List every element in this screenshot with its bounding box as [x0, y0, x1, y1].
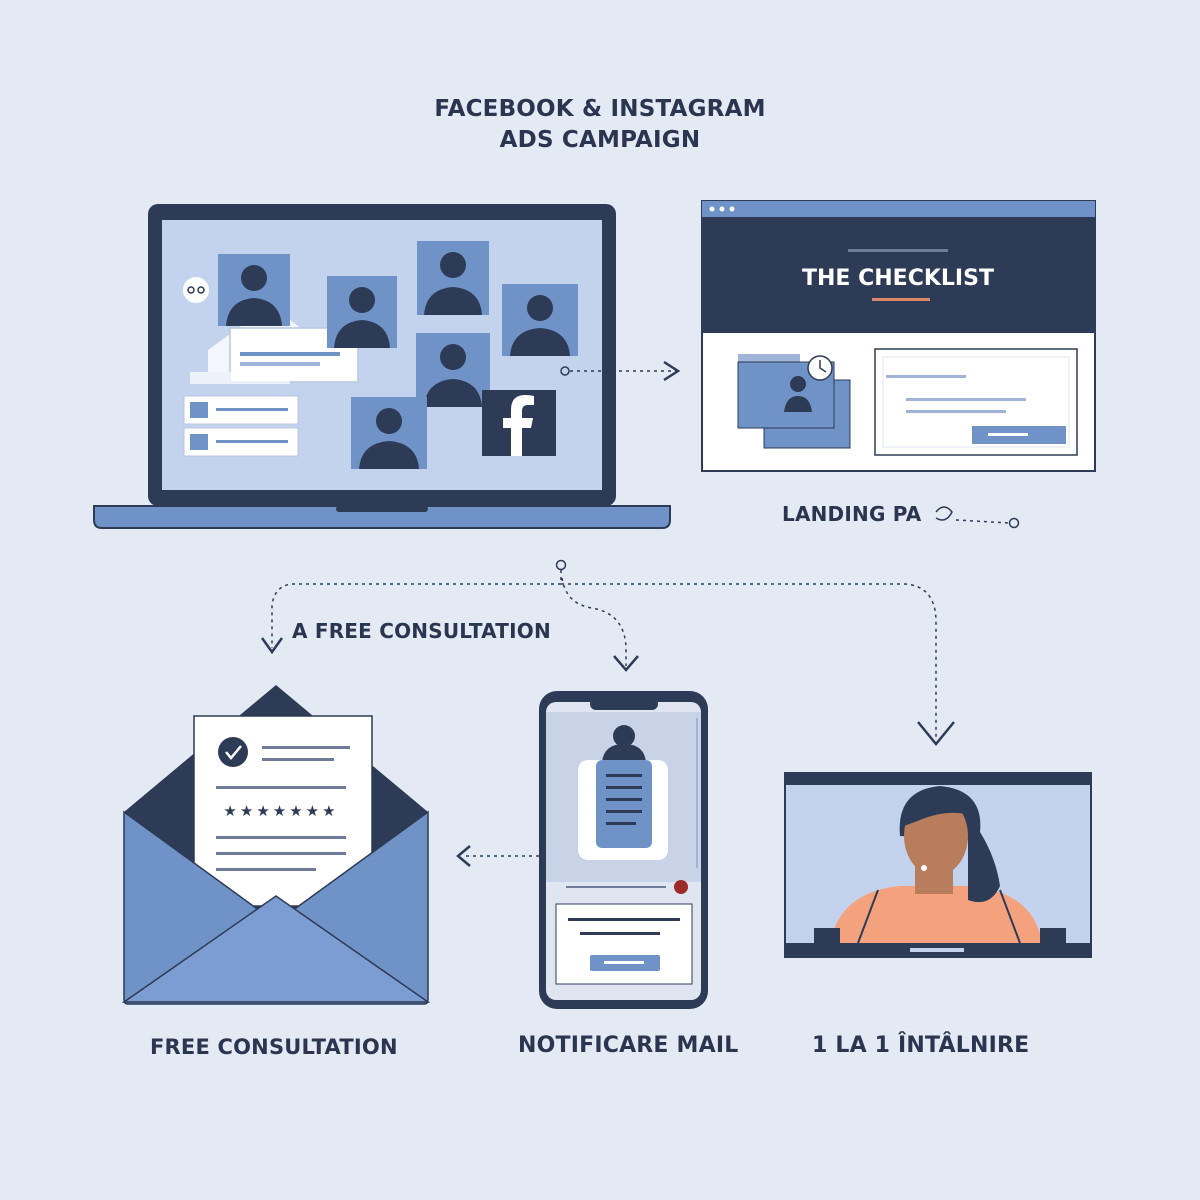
flow-arrows	[260, 559, 955, 867]
flow-branch-label: A FREE CONSULTATION	[292, 619, 551, 643]
form-panel	[874, 348, 1078, 456]
avatar-tile	[417, 241, 489, 315]
facebook-logo-icon	[482, 390, 556, 456]
email-step-label: FREE CONSULTATION	[150, 1035, 398, 1059]
title-line-1: FACEBOOK & INSTAGRAM	[434, 96, 766, 122]
video-step-label: 1 LA 1 ÎNTÂLNIRE	[812, 1033, 1030, 1058]
diagram-title: FACEBOOK & INSTAGRAM ADS CAMPAIGN	[0, 94, 1200, 156]
rating-stars: ★★★★★★★	[223, 802, 338, 820]
phone-step-label: NOTIFICARE MAIL	[518, 1033, 739, 1058]
list-card	[183, 395, 299, 425]
smartphone-icon	[539, 691, 708, 1009]
arrow-icon	[935, 506, 1020, 529]
arrow-icon	[560, 360, 681, 382]
browser-window-icon: THE CHECKLIST	[701, 200, 1096, 472]
laptop-icon	[93, 204, 671, 529]
landing-page-label: LANDING PA	[782, 502, 922, 526]
avatar-tile	[416, 333, 490, 407]
video-call-icon	[784, 772, 1092, 958]
envelope-icon: ★★★★★★★	[121, 685, 431, 1005]
chat-bubble-icon	[181, 275, 211, 305]
avatar-tile	[351, 397, 427, 469]
avatar-tile	[502, 284, 578, 356]
landing-heading: THE CHECKLIST	[802, 266, 994, 291]
title-line-2: ADS CAMPAIGN	[499, 127, 701, 153]
folder-icon	[737, 354, 851, 449]
avatar-tile	[218, 254, 290, 326]
list-card	[183, 427, 299, 457]
avatar-tile	[327, 276, 397, 348]
